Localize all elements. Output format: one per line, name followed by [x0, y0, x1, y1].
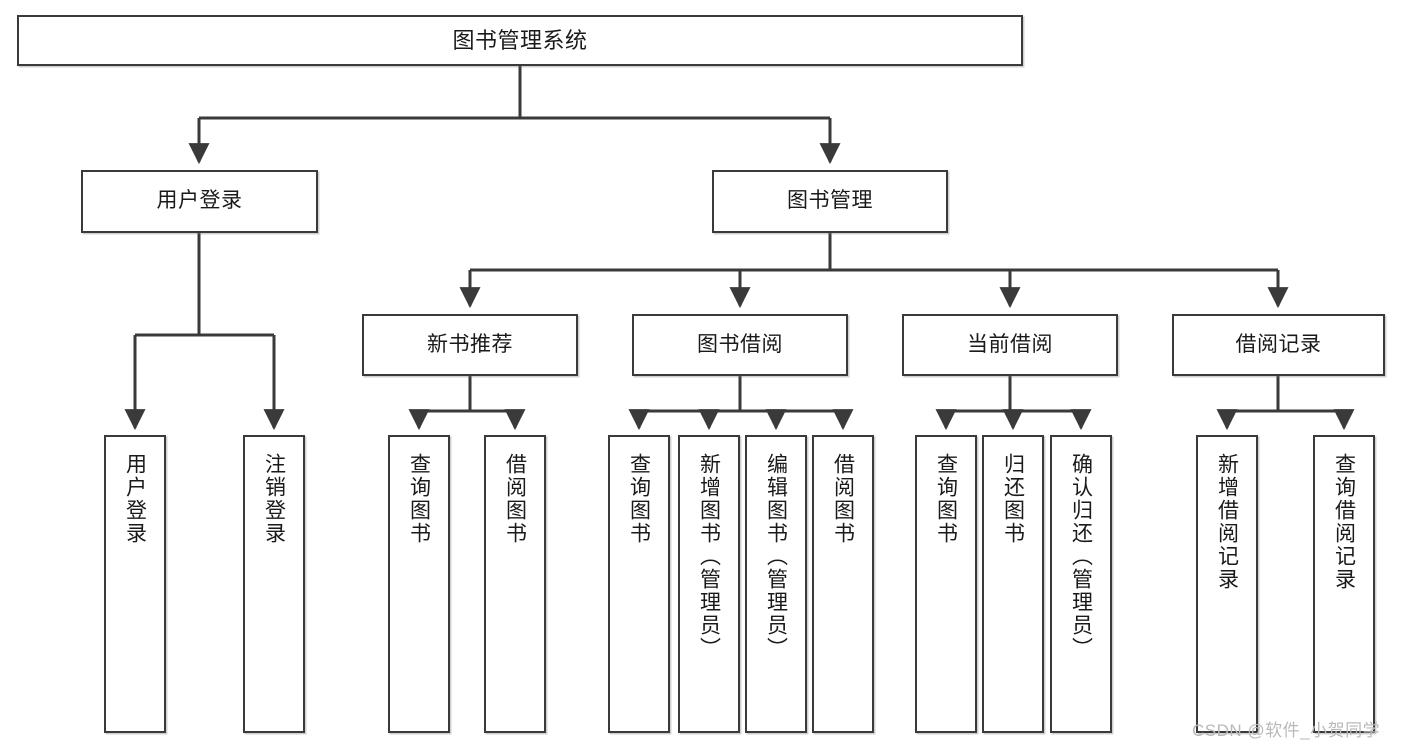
node-label: 归还图书 — [1001, 453, 1025, 545]
node-label: 图书管理 — [787, 189, 873, 213]
node-leaf-borrow-book-2[interactable]: 借阅图书 — [812, 435, 874, 733]
node-leaf-confirm-return-admin[interactable]: 确认归还（管理员） — [1050, 435, 1112, 733]
node-new-book-recommendation[interactable]: 新书推荐 — [362, 314, 578, 376]
node-label: 注销登录 — [262, 453, 286, 545]
node-label: 编辑图书（管理员） — [764, 453, 788, 660]
node-label: 确认归还（管理员） — [1069, 453, 1093, 660]
node-current-borrowing[interactable]: 当前借阅 — [902, 314, 1118, 376]
node-label: 借阅图书 — [831, 453, 855, 545]
node-leaf-edit-book-admin[interactable]: 编辑图书（管理员） — [745, 435, 807, 733]
node-leaf-add-book-admin[interactable]: 新增图书（管理员） — [678, 435, 740, 733]
node-leaf-logout[interactable]: 注销登录 — [243, 435, 305, 733]
node-leaf-query-book-2[interactable]: 查询图书 — [608, 435, 670, 733]
node-label: 新增图书（管理员） — [697, 453, 721, 660]
node-label: 当前借阅 — [967, 332, 1053, 356]
node-leaf-query-book-1[interactable]: 查询图书 — [388, 435, 450, 733]
node-leaf-add-borrowing-record[interactable]: 新增借阅记录 — [1196, 435, 1258, 733]
node-leaf-query-borrowing-record[interactable]: 查询借阅记录 — [1313, 435, 1375, 733]
node-leaf-return-book[interactable]: 归还图书 — [982, 435, 1044, 733]
node-root-book-management-system[interactable]: 图书管理系统 — [17, 15, 1023, 66]
node-label: 新书推荐 — [427, 332, 513, 356]
node-label: 查询借阅记录 — [1332, 453, 1356, 591]
node-leaf-user-login[interactable]: 用户登录 — [104, 435, 166, 733]
node-borrowing-record[interactable]: 借阅记录 — [1172, 314, 1385, 376]
node-label: 借阅记录 — [1235, 332, 1322, 356]
node-label: 查询图书 — [627, 453, 651, 545]
node-label: 图书借阅 — [697, 332, 783, 356]
node-label: 查询图书 — [407, 453, 431, 545]
node-user-login[interactable]: 用户登录 — [81, 170, 318, 233]
node-label: 借阅图书 — [503, 453, 527, 545]
node-label: 图书管理系统 — [452, 27, 588, 53]
node-book-management[interactable]: 图书管理 — [712, 170, 948, 233]
node-leaf-borrow-book-1[interactable]: 借阅图书 — [484, 435, 546, 733]
node-leaf-query-book-3[interactable]: 查询图书 — [915, 435, 977, 733]
node-label: 新增借阅记录 — [1215, 453, 1239, 591]
node-label: 用户登录 — [123, 453, 147, 545]
node-label: 查询图书 — [934, 453, 958, 545]
node-book-borrowing[interactable]: 图书借阅 — [632, 314, 848, 376]
node-label: 用户登录 — [156, 189, 243, 213]
